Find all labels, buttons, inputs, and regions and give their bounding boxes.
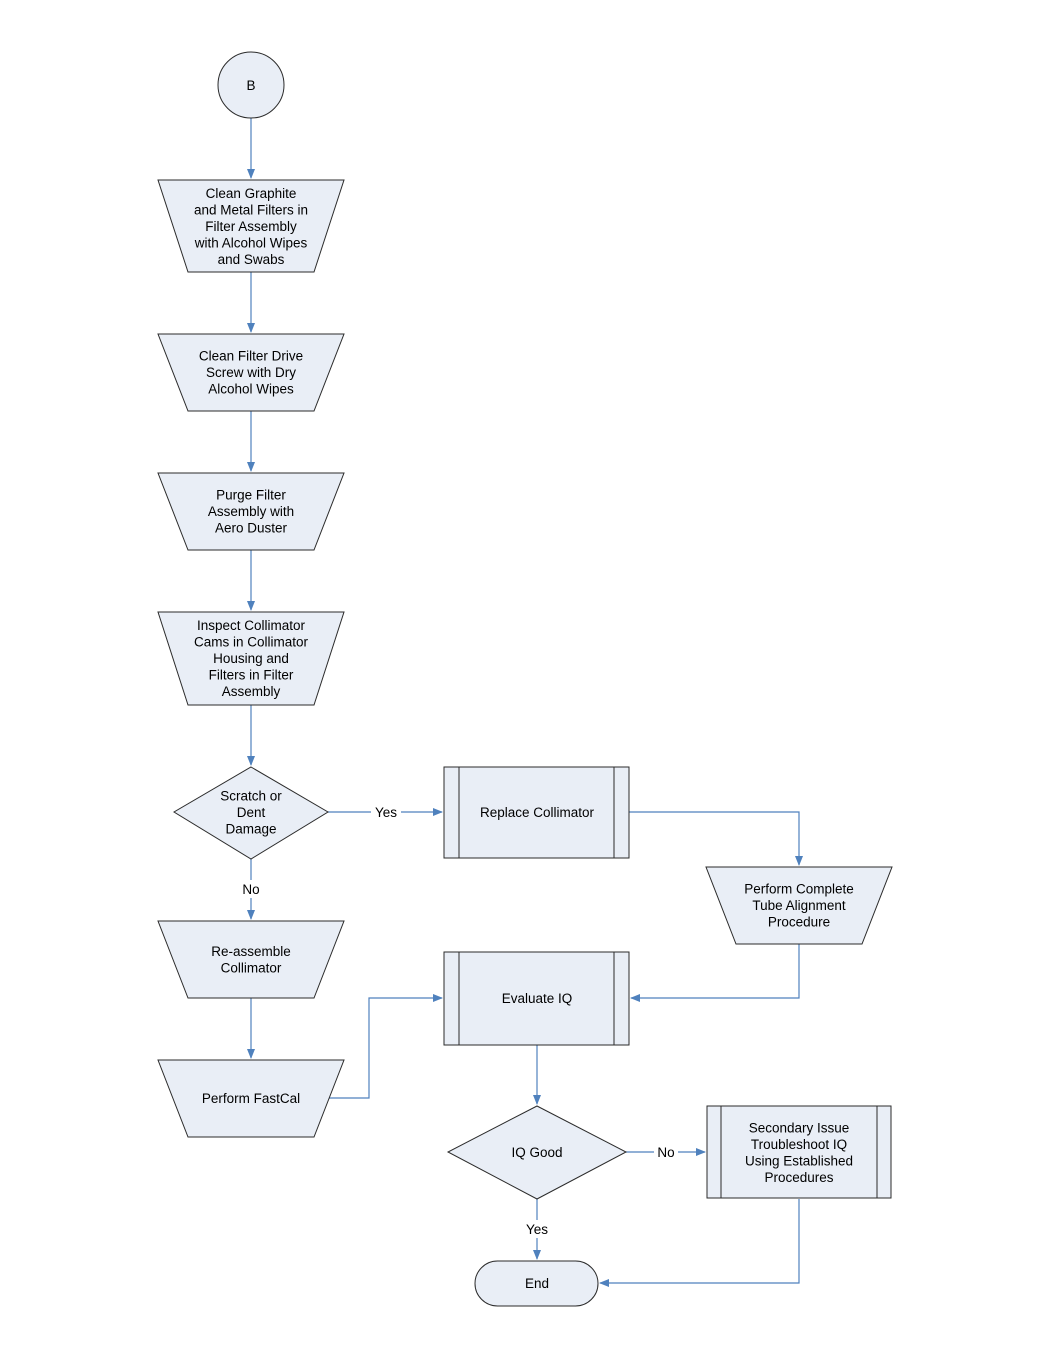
label-line: Alcohol Wipes: [208, 382, 294, 397]
label-line: Tube Alignment: [752, 898, 846, 913]
label-line: IQ Good: [511, 1145, 562, 1160]
label-line: Housing and: [213, 651, 289, 666]
predefined-process-shape: [443, 951, 630, 1046]
node-evaluate-iq-label: Evaluate IQ: [502, 991, 573, 1006]
edge-label-iqgood-yes: Yes: [526, 1222, 548, 1237]
label-line: Assembly with: [208, 504, 294, 519]
label-line: Troubleshoot IQ: [751, 1137, 847, 1152]
label-line: Damage: [225, 822, 276, 837]
label-line: Filter Assembly: [205, 219, 297, 234]
label-line: Using Established: [745, 1153, 853, 1168]
edge-label-scratch-no: No: [242, 882, 259, 897]
edge-secondary-to-end: [599, 1199, 800, 1287]
predefined-process-shape: [443, 766, 630, 859]
label-line: B: [246, 78, 255, 93]
manual-operation-shape: [157, 1059, 345, 1138]
label-line: Procedure: [768, 915, 830, 930]
node-evaluate-iq: Evaluate IQ: [443, 951, 630, 1046]
label-line: and Swabs: [218, 252, 285, 267]
terminator-shape: [474, 1260, 599, 1307]
label-line: Inspect Collimator: [197, 618, 306, 633]
decision-shape: [173, 766, 329, 860]
label-line: Clean Filter Drive: [199, 349, 303, 364]
label-line: Re-assemble: [211, 944, 291, 959]
node-end: End: [474, 1260, 599, 1307]
label-line: Purge Filter: [216, 488, 286, 503]
manual-operation-shape: [157, 333, 345, 412]
manual-operation-shape: [157, 179, 345, 273]
node-b-label: B: [246, 78, 255, 93]
label-line: Procedures: [764, 1170, 833, 1185]
label-line: Aero Duster: [215, 521, 288, 536]
predefined-process-shape: [706, 1105, 892, 1199]
label-line: Screw with Dry: [206, 365, 296, 380]
label-line: Collimator: [221, 960, 282, 975]
label-line: Perform Complete: [744, 882, 854, 897]
label-line: Secondary Issue: [749, 1120, 850, 1135]
label-line: Evaluate IQ: [502, 991, 573, 1006]
label-line: Dent: [237, 805, 266, 820]
manual-operation-shape: [157, 920, 345, 999]
node-iq-good-label: IQ Good: [511, 1145, 562, 1160]
label-line: with Alcohol Wipes: [194, 236, 308, 251]
edge-replace-to-align: [629, 811, 803, 866]
manual-operation-shape: [157, 472, 345, 551]
manual-operation-shape: [705, 866, 893, 945]
label-line: Assembly: [222, 684, 281, 699]
connector-circle-shape: [217, 51, 285, 119]
node-perform-fastcal-label: Perform FastCal: [202, 1091, 300, 1106]
decision-shape: [446, 1105, 628, 1200]
manual-operation-shape: [157, 611, 345, 706]
node-iq-good-decision: IQ Good: [446, 1105, 628, 1200]
node-b: B: [217, 51, 285, 119]
edge-align-to-evaluate: [630, 944, 800, 1002]
node-replace-collimator-label: Replace Collimator: [480, 805, 595, 820]
node-replace-collimator: Replace Collimator: [443, 766, 630, 859]
label-line: Filters in Filter: [209, 668, 294, 683]
node-end-label: End: [525, 1276, 549, 1291]
label-line: Perform FastCal: [202, 1091, 300, 1106]
label-line: and Metal Filters in: [194, 203, 308, 218]
node-perform-fastcal: Perform FastCal: [157, 1059, 345, 1138]
label-line: End: [525, 1276, 549, 1291]
edge-fastcal-to-evaluate: [329, 994, 443, 1099]
label-line: Cams in Collimator: [194, 635, 309, 650]
edge-labels: Yes No No Yes: [239, 803, 678, 1238]
edge-label-scratch-yes: Yes: [375, 805, 397, 820]
label-line: Replace Collimator: [480, 805, 595, 820]
edge-label-iqgood-no: No: [657, 1145, 674, 1160]
label-line: Clean Graphite: [206, 186, 297, 201]
label-line: Scratch or: [220, 789, 282, 804]
